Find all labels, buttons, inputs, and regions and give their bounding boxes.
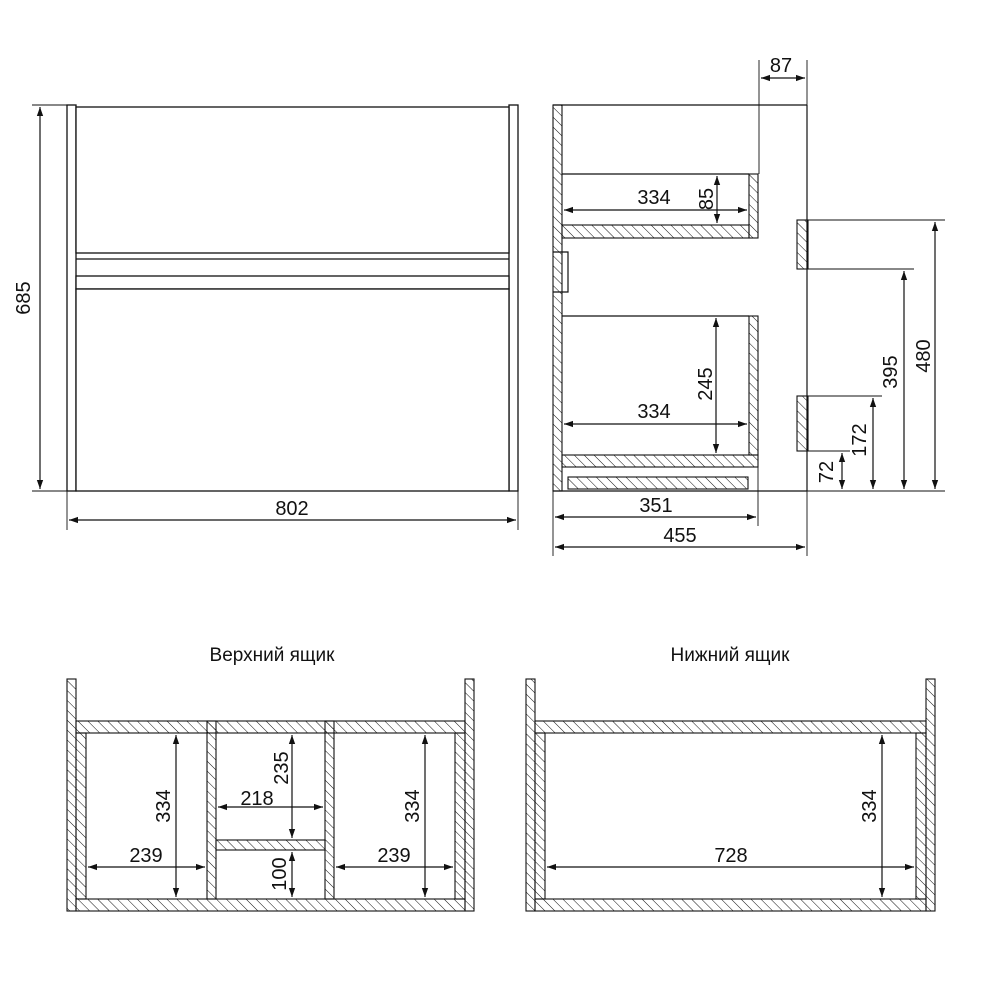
front-left-post [66, 104, 77, 492]
top-drawer-inner-right [454, 732, 466, 900]
upper-drawer-back [748, 173, 759, 239]
dim-inner-depth: 351 [639, 495, 672, 517]
dim-upper-depth: 334 [637, 187, 670, 209]
dim-total-depth: 455 [663, 525, 696, 547]
dim-upper-height: 85 [696, 188, 718, 210]
lower-drawer-back [748, 315, 759, 456]
top-drawer-right-wall [464, 678, 475, 912]
top-drawer-divider-left [206, 720, 217, 900]
side-view: 87 334 85 334 245 351 455 480 395 172 72 [552, 55, 945, 556]
wall-mount-upper [796, 219, 809, 270]
dim-top-right-width: 239 [377, 845, 410, 867]
dim-front-width: 802 [275, 498, 308, 520]
dim-h395: 395 [880, 355, 902, 388]
lower-drawer-bottom [561, 454, 759, 468]
plinth-slat [567, 476, 749, 490]
handle-notch [553, 251, 569, 293]
dim-lower-height: 245 [695, 367, 717, 400]
bottom-drawer-plan: Нижний ящик 334 728 [525, 645, 936, 912]
bottom-drawer-title: Нижний ящик [671, 645, 791, 666]
front-view: 685 802 [13, 104, 519, 530]
dim-lower-depth: 334 [637, 401, 670, 423]
dim-top-left-depth: 334 [153, 789, 175, 822]
front-mid-rail [75, 275, 510, 290]
dim-top-mid-lower: 100 [269, 857, 291, 890]
wall-mount-lower [796, 395, 809, 452]
dim-overhang: 87 [770, 55, 792, 77]
top-drawer-inner-left [75, 732, 87, 900]
dim-bottom-depth: 334 [859, 789, 881, 822]
bottom-drawer-back-rail [534, 898, 927, 912]
upper-drawer-bottom [561, 224, 750, 239]
bottom-drawer-right-wall [925, 678, 936, 912]
front-upper-panel [75, 106, 510, 254]
top-drawer-plan: Верхний ящик 334 239 218 235 100 334 239 [66, 645, 475, 912]
top-drawer-divider-right [324, 720, 335, 900]
dim-top-right-depth: 334 [402, 789, 424, 822]
top-drawer-mid-shelf [215, 839, 326, 851]
dim-top-mid-upper: 235 [271, 751, 293, 784]
dim-top-left-width: 239 [129, 845, 162, 867]
top-drawer-title: Верхний ящик [210, 645, 336, 666]
top-drawer-back-rail [75, 898, 466, 912]
top-drawer-front-rail [75, 720, 466, 734]
bottom-drawer-front-rail [534, 720, 927, 734]
dim-top-mid-width: 218 [240, 788, 273, 810]
front-right-post [508, 104, 519, 492]
dim-h72: 72 [816, 461, 838, 483]
bottom-drawer-inner-left [534, 732, 546, 900]
dim-bottom-width: 728 [714, 845, 747, 867]
front-lower-panel [75, 288, 510, 492]
bottom-drawer-left-wall [525, 678, 536, 912]
bottom-drawer-inner-right [915, 732, 927, 900]
top-drawer-left-wall [66, 678, 77, 912]
dim-h172: 172 [849, 423, 871, 456]
dim-h480: 480 [913, 339, 935, 372]
side-front-panel [552, 104, 563, 492]
dim-front-height: 685 [13, 281, 35, 314]
